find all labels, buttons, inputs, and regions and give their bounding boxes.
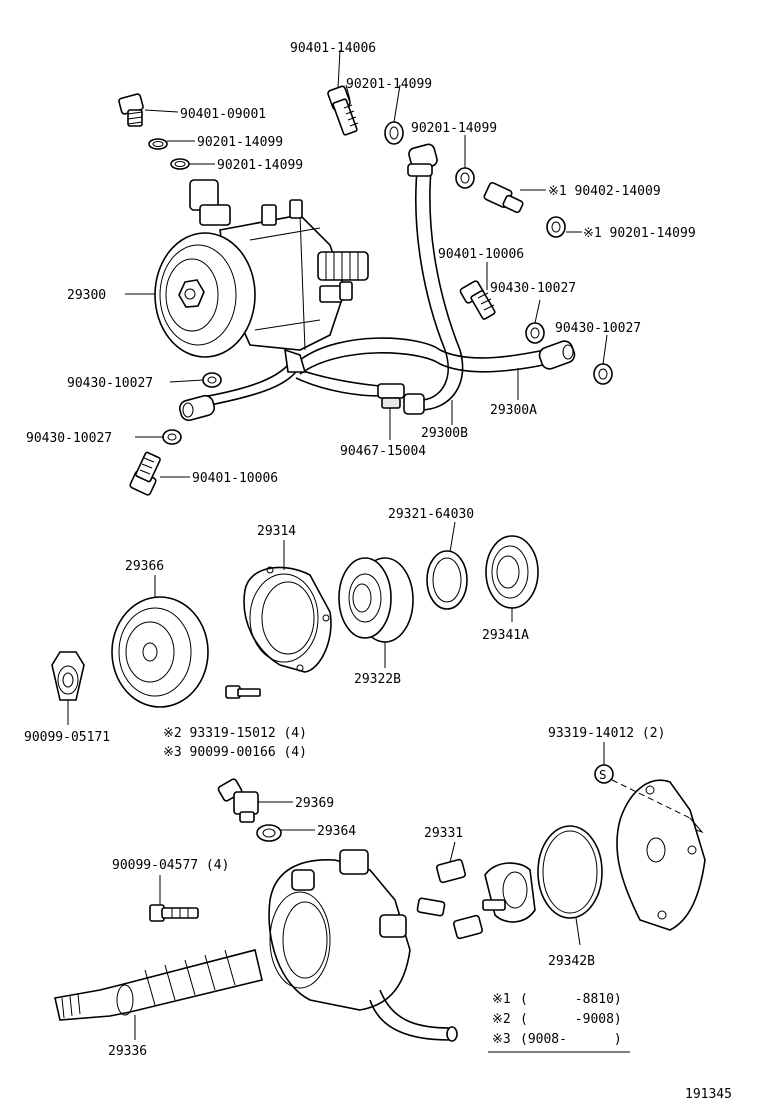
s-mark-icon: S — [594, 764, 614, 784]
leader-lines-bottom — [134, 742, 605, 1040]
label-90401-10006-mid: 90401-10006 — [438, 247, 524, 262]
legend-range-2: ( -9008) — [520, 1012, 622, 1027]
label-90401-09001: 90401-09001 — [180, 107, 266, 122]
legend-mark-3: ※3 — [492, 1032, 511, 1047]
label-29314: 29314 — [257, 524, 296, 539]
diagram-id: 191345 — [685, 1087, 732, 1102]
label-29341A: 29341A — [482, 628, 529, 643]
leader-lines-middle — [67, 521, 513, 725]
label-29364: 29364 — [317, 824, 356, 839]
label-93319-14012: 93319-14012 (2) — [548, 726, 665, 741]
label-93319-15012: ※2 93319-15012 (4) — [163, 726, 307, 741]
label-90401-10006-low: 90401-10006 — [192, 471, 278, 486]
gasket-90201-14099-b — [148, 138, 168, 150]
gasket-90201-14099-a — [384, 121, 404, 145]
bolt-90099-04577 — [149, 904, 199, 922]
s-mark-label: S — [599, 767, 607, 782]
drive-shaft-29336 — [54, 949, 263, 1021]
legend-range-1: ( -8810) — [520, 992, 622, 1007]
label-90430-10027-a: 90430-10027 — [490, 281, 576, 296]
label-29300B: 29300B — [421, 426, 468, 441]
label-29369: 29369 — [295, 796, 334, 811]
legend: ※1 ( -8810) ※2 ( -9008) ※3 (9008- ) — [488, 992, 630, 1053]
sensor-29369 — [217, 778, 259, 823]
label-90201-14099-e: ※1 90201-14099 — [583, 226, 696, 241]
label-90402-14009: ※1 90402-14009 — [548, 184, 661, 199]
label-90099-05171: 90099-05171 — [24, 730, 110, 745]
union-bolt-90401-10006-mid — [459, 280, 496, 320]
bolt-93319-15012 — [225, 685, 261, 699]
gasket-90430-10027-c — [202, 372, 222, 388]
label-29300: 29300 — [67, 288, 106, 303]
label-90201-14099-b: 90201-14099 — [197, 135, 283, 150]
gasket-90430-10027-d — [162, 429, 182, 445]
legend-range-3: (9008- ) — [520, 1032, 622, 1047]
cover-plate — [611, 779, 706, 931]
label-90201-14099-d: 90201-14099 — [411, 121, 497, 136]
legend-mark-2: ※2 — [492, 1012, 511, 1027]
label-90099-00166: ※3 90099-00166 (4) — [163, 745, 307, 760]
label-90201-14099-a: 90201-14099 — [346, 77, 432, 92]
hose-29300A — [299, 337, 576, 375]
vanes-29331 — [416, 858, 484, 940]
bearing-housing-plate-29314 — [243, 566, 332, 673]
label-29322B: 29322B — [354, 672, 401, 687]
label-29342B: 29342B — [548, 954, 595, 969]
label-90430-10027-b: 90430-10027 — [555, 321, 641, 336]
legend-mark-1: ※1 — [492, 992, 511, 1007]
snap-ring-29321-64030 — [426, 550, 468, 610]
vacuum-pump-assembly-29300 — [154, 179, 369, 373]
union-bolt-90401-10006-low — [129, 451, 161, 496]
label-90430-10027-c: 90430-10027 — [67, 376, 153, 391]
pump-rotor — [482, 862, 536, 923]
clip-90467-15004 — [377, 383, 405, 416]
oil-seal-29341A — [485, 535, 539, 609]
gasket-90201-14099-d — [455, 167, 475, 189]
label-29366: 29366 — [125, 559, 164, 574]
pump-outlet-hose — [178, 359, 381, 422]
o-ring-29342B — [537, 825, 603, 919]
union-bolt-90402-14009 — [483, 181, 524, 214]
label-90401-14006: 90401-14006 — [290, 41, 376, 56]
nut-90099-05171 — [51, 651, 85, 701]
label-29331: 29331 — [424, 826, 463, 841]
label-29300A: 29300A — [490, 403, 537, 418]
label-29321-64030: 29321-64030 — [388, 507, 474, 522]
union-bolt-90401-14006 — [327, 85, 359, 136]
gasket-90430-10027-a — [525, 322, 545, 344]
label-90467-15004: 90467-15004 — [340, 444, 426, 459]
label-90201-14099-c: 90201-14099 — [217, 158, 303, 173]
bearing-29322B — [338, 557, 414, 643]
gasket-29364 — [256, 824, 282, 842]
gasket-90201-14099-e — [546, 216, 566, 238]
leader-lines-top — [125, 49, 608, 478]
pulley-29366 — [111, 596, 209, 708]
label-90430-10027-d: 90430-10027 — [26, 431, 112, 446]
label-29336: 29336 — [108, 1044, 147, 1059]
label-90099-04577: 90099-04577 (4) — [112, 858, 229, 873]
gasket-90201-14099-c — [170, 158, 190, 170]
hose-29300B — [403, 143, 464, 415]
union-bolt-90401-09001 — [118, 93, 144, 127]
pump-housing — [268, 849, 458, 1042]
gasket-90430-10027-b — [593, 363, 613, 385]
